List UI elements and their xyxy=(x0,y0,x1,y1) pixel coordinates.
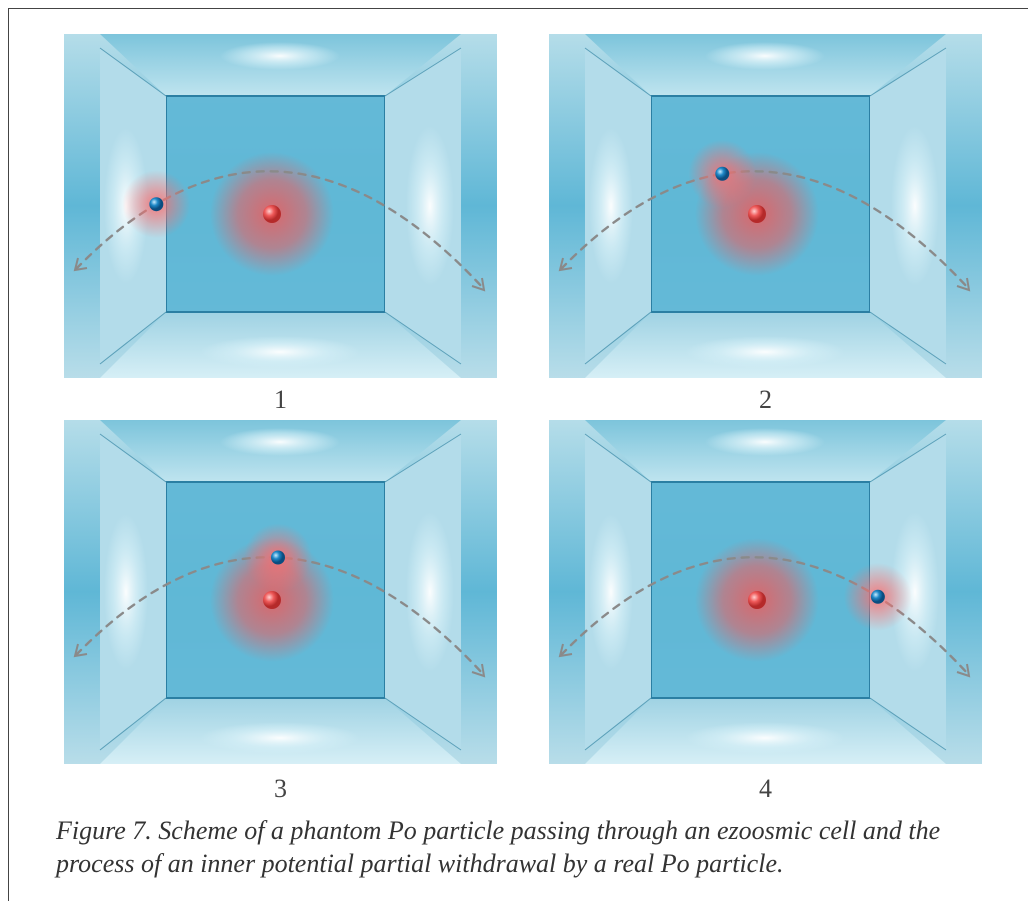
cell-illustration-2 xyxy=(549,34,982,378)
real-particle xyxy=(263,591,281,609)
phantom-particle xyxy=(271,550,285,565)
real-particle xyxy=(263,205,281,223)
panel-label-4: 4 xyxy=(759,774,772,803)
panel-3 xyxy=(64,420,497,764)
figure-caption: Figure 7. Scheme of a phantom Po particl… xyxy=(56,816,941,878)
panel-4 xyxy=(549,420,982,764)
panel-label-1: 1 xyxy=(274,385,287,414)
cell-illustration-3 xyxy=(64,420,497,764)
frame-top-border xyxy=(8,8,1028,9)
real-particle xyxy=(748,591,766,609)
phantom-particle xyxy=(715,166,730,181)
phantom-particle xyxy=(870,589,885,604)
panel-label-3: 3 xyxy=(274,774,287,803)
panel-label-2: 2 xyxy=(759,385,772,414)
phantom-particle xyxy=(149,197,164,212)
panel-1 xyxy=(64,34,497,378)
real-particle xyxy=(748,205,766,223)
panel-2 xyxy=(549,34,982,378)
cell-illustration-1 xyxy=(64,34,497,378)
cell-illustration-4 xyxy=(549,420,982,764)
frame-left-border xyxy=(8,8,9,901)
